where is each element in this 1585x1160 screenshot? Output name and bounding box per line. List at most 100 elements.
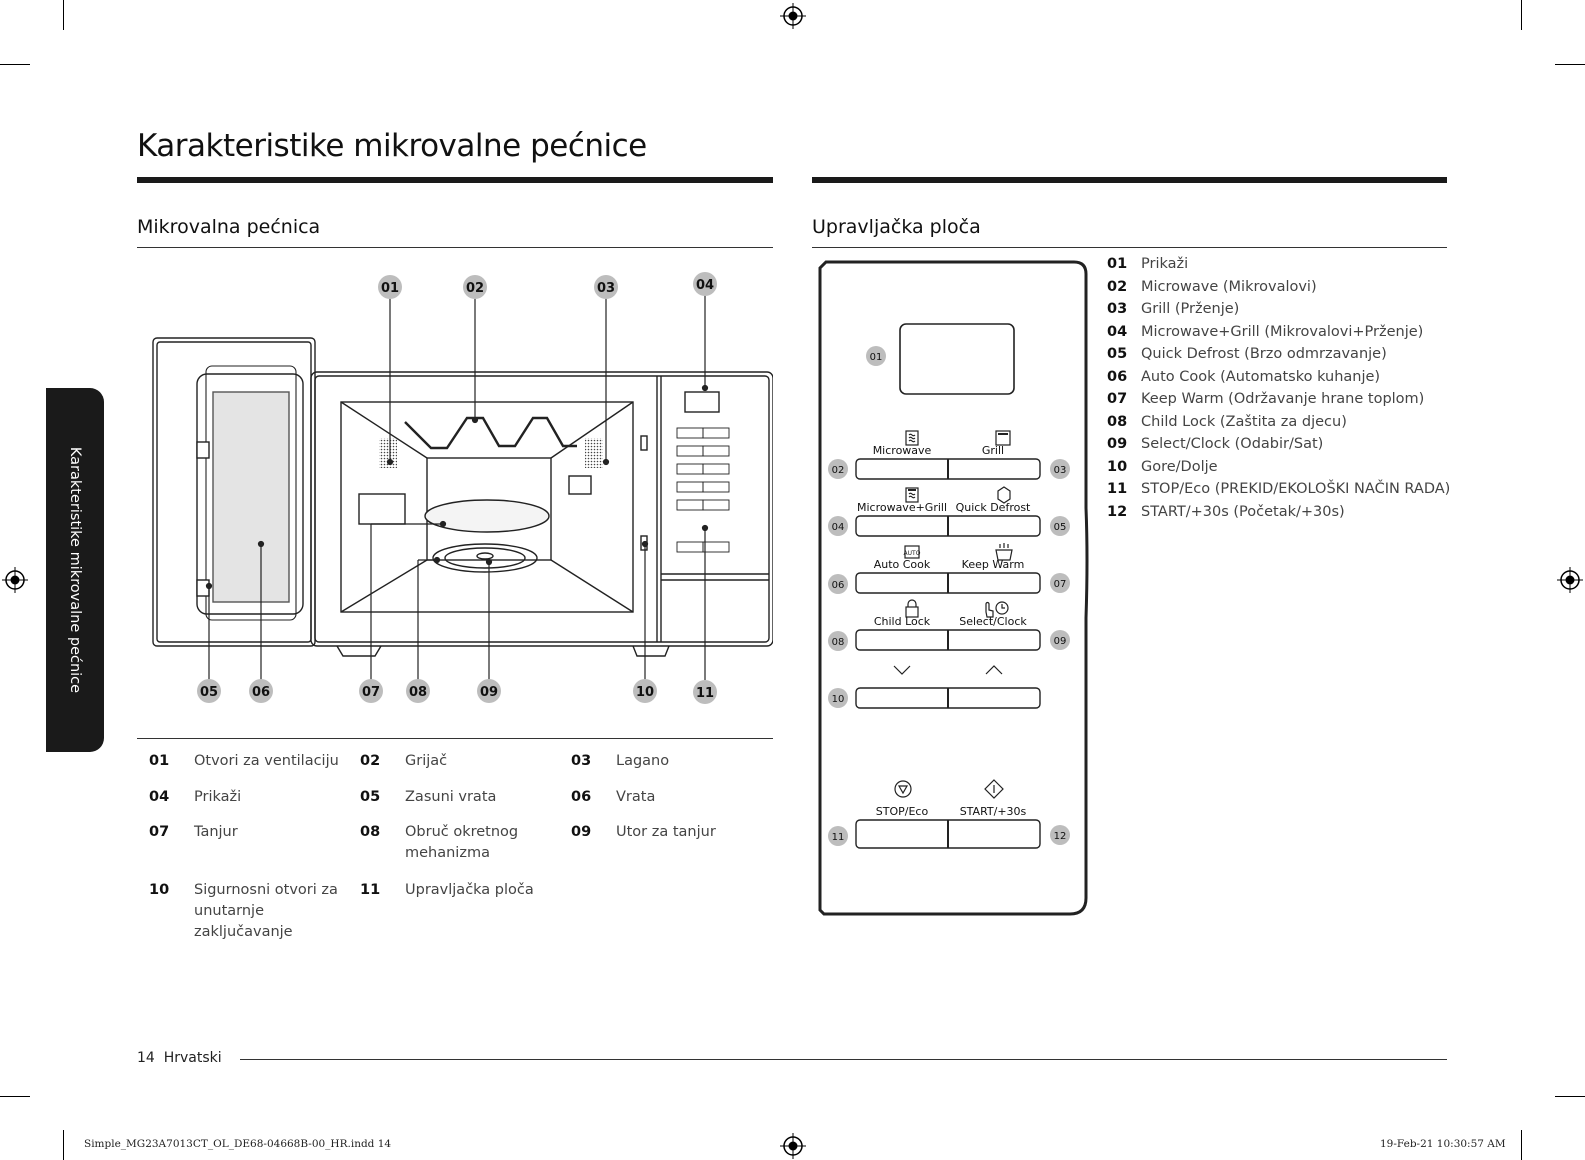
select-hand-icon [985, 601, 994, 618]
callout-badge [359, 679, 383, 703]
callout-badge [693, 680, 717, 704]
callout-label: 04 [696, 278, 714, 293]
panel-button-label: Auto Cook [874, 558, 931, 571]
callout-label: 06 [252, 685, 270, 700]
start-icon [984, 779, 1004, 799]
registration-mark-icon [780, 3, 806, 29]
stop-icon [894, 780, 912, 798]
print-file-slug: Simple_MG23A7013CT_OL_DE68-04668B-00_HR.… [84, 1138, 392, 1150]
side-tab-label: Karakteristike mikrovalne pećnice [67, 446, 83, 694]
section-rule [137, 247, 773, 248]
callout-badge [828, 459, 848, 479]
microwave-grill-icon [905, 487, 919, 503]
callout-badge [828, 574, 848, 594]
callout-label: 03 [597, 281, 615, 296]
callout-badge [693, 272, 717, 296]
callout-badge [828, 631, 848, 651]
callout-label: 02 [466, 281, 484, 296]
callout-label: 08 [409, 685, 427, 700]
callout-badge [1050, 573, 1070, 593]
panel-button-label: Keep Warm [962, 558, 1025, 571]
section-rule [812, 247, 1447, 248]
callout-badge [197, 679, 221, 703]
child-lock-icon [905, 606, 919, 618]
crop-mark [1521, 0, 1522, 30]
callout-badge [1050, 630, 1070, 650]
callout-badge [1050, 459, 1070, 479]
callout-label: 03 [1054, 465, 1067, 476]
footer-rule [240, 1059, 1447, 1060]
callout-badge [378, 275, 402, 299]
callout-badge [477, 679, 501, 703]
callout-label: 02 [832, 465, 845, 476]
display-window [899, 323, 1015, 395]
clock-icon [995, 601, 1009, 615]
crop-mark [63, 1130, 64, 1160]
keep-warm-icon [995, 549, 1013, 561]
print-timestamp: 19-Feb-21 10:30:57 AM [1380, 1138, 1506, 1150]
title-rule [812, 177, 1447, 183]
microwave-icon [905, 430, 919, 446]
crop-mark [1521, 1130, 1522, 1160]
callout-label: 06 [832, 580, 845, 591]
registration-mark-icon [1557, 567, 1583, 593]
callout-badge [828, 516, 848, 536]
callout-label: 11 [832, 832, 845, 843]
callout-label: 04 [832, 522, 845, 533]
crop-mark [0, 1096, 30, 1097]
panel-heading: Upravljačka ploča [812, 216, 981, 238]
callout-label: 07 [362, 685, 380, 700]
page-number: 14 Hrvatski [137, 1050, 222, 1066]
panel-button-label: Select/Clock [959, 615, 1027, 628]
footer-language: Hrvatski [163, 1050, 222, 1066]
page-title: Karakteristike mikrovalne pećnice [137, 128, 647, 164]
panel-button-label: Child Lock [874, 615, 931, 628]
callout-label: 11 [696, 686, 714, 701]
registration-mark-icon [2, 567, 28, 593]
callout-label: 09 [480, 685, 498, 700]
microwave-diagram: 01 02 03 04 05 06 07 08 09 10 11 [152, 272, 773, 704]
oven-heading: Mikrovalna pećnica [137, 216, 321, 238]
legend-rule [137, 738, 773, 739]
panel-button-label: Microwave [873, 444, 932, 457]
callout-label: 10 [832, 694, 845, 705]
quick-defrost-icon [997, 486, 1011, 504]
callout-badge [866, 346, 886, 366]
chevron-down-icon [893, 665, 911, 675]
grill-icon [995, 430, 1011, 446]
crop-mark [1555, 1096, 1585, 1097]
callout-badge [1050, 825, 1070, 845]
callout-badge [406, 679, 430, 703]
auto-cook-icon [904, 545, 920, 559]
callout-label: 07 [1054, 579, 1067, 590]
callout-label: 12 [1054, 831, 1067, 842]
callout-badge [463, 275, 487, 299]
panel-button-label: Grill [982, 444, 1004, 457]
callout-label: 08 [832, 637, 845, 648]
crop-mark [1555, 64, 1585, 65]
auto-glyph: AUTO [904, 550, 921, 557]
panel-button-label: Microwave+Grill [857, 501, 947, 514]
panel-button-label: STOP/Eco [876, 805, 929, 818]
registration-mark-icon [780, 1133, 806, 1159]
